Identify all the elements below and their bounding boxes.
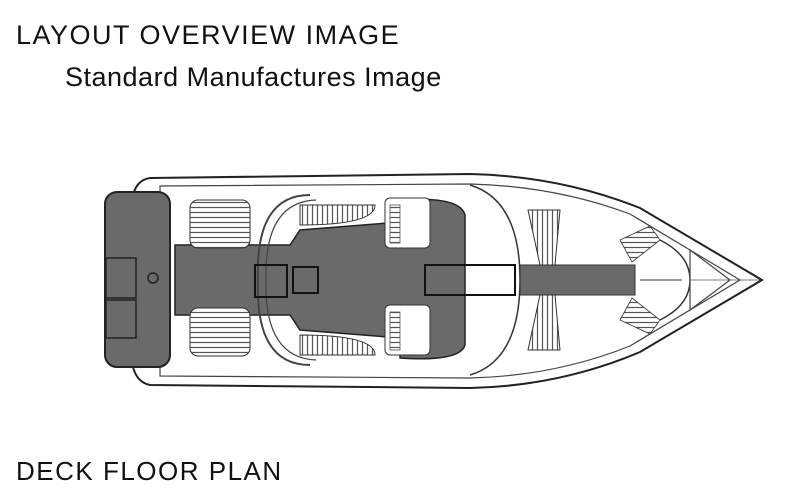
lounge-back-port (299, 204, 376, 226)
bow-seat-starboard (527, 294, 561, 351)
page-subtitle: Standard Manufactures Image (65, 62, 442, 92)
lounge-back-starboard (299, 334, 376, 356)
hull-inner-line (159, 183, 742, 379)
swim-platform (104, 191, 171, 368)
walkthrough (424, 264, 516, 296)
rear-seat-port (189, 199, 251, 249)
page-title: LAYOUT OVERVIEW IMAGE (16, 20, 401, 50)
bow-seat-port (527, 209, 561, 266)
diagram-caption: DECK FLOOR PLAN (16, 456, 283, 486)
rear-seat-starboard (189, 307, 251, 357)
